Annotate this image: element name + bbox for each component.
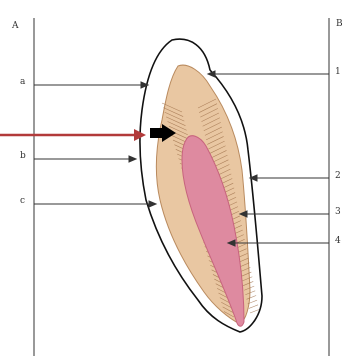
label-b: b <box>20 152 26 161</box>
red-annotation-arrow <box>0 129 146 141</box>
column-left-header: A <box>12 22 19 31</box>
label-a: a <box>20 78 25 87</box>
label-1: 1 <box>335 68 341 77</box>
column-right-header: B <box>336 20 343 29</box>
leader-lines-left <box>34 82 156 207</box>
label-2: 2 <box>335 172 341 181</box>
label-3: 3 <box>335 208 341 217</box>
label-c: c <box>20 197 25 206</box>
label-4: 4 <box>335 237 341 246</box>
